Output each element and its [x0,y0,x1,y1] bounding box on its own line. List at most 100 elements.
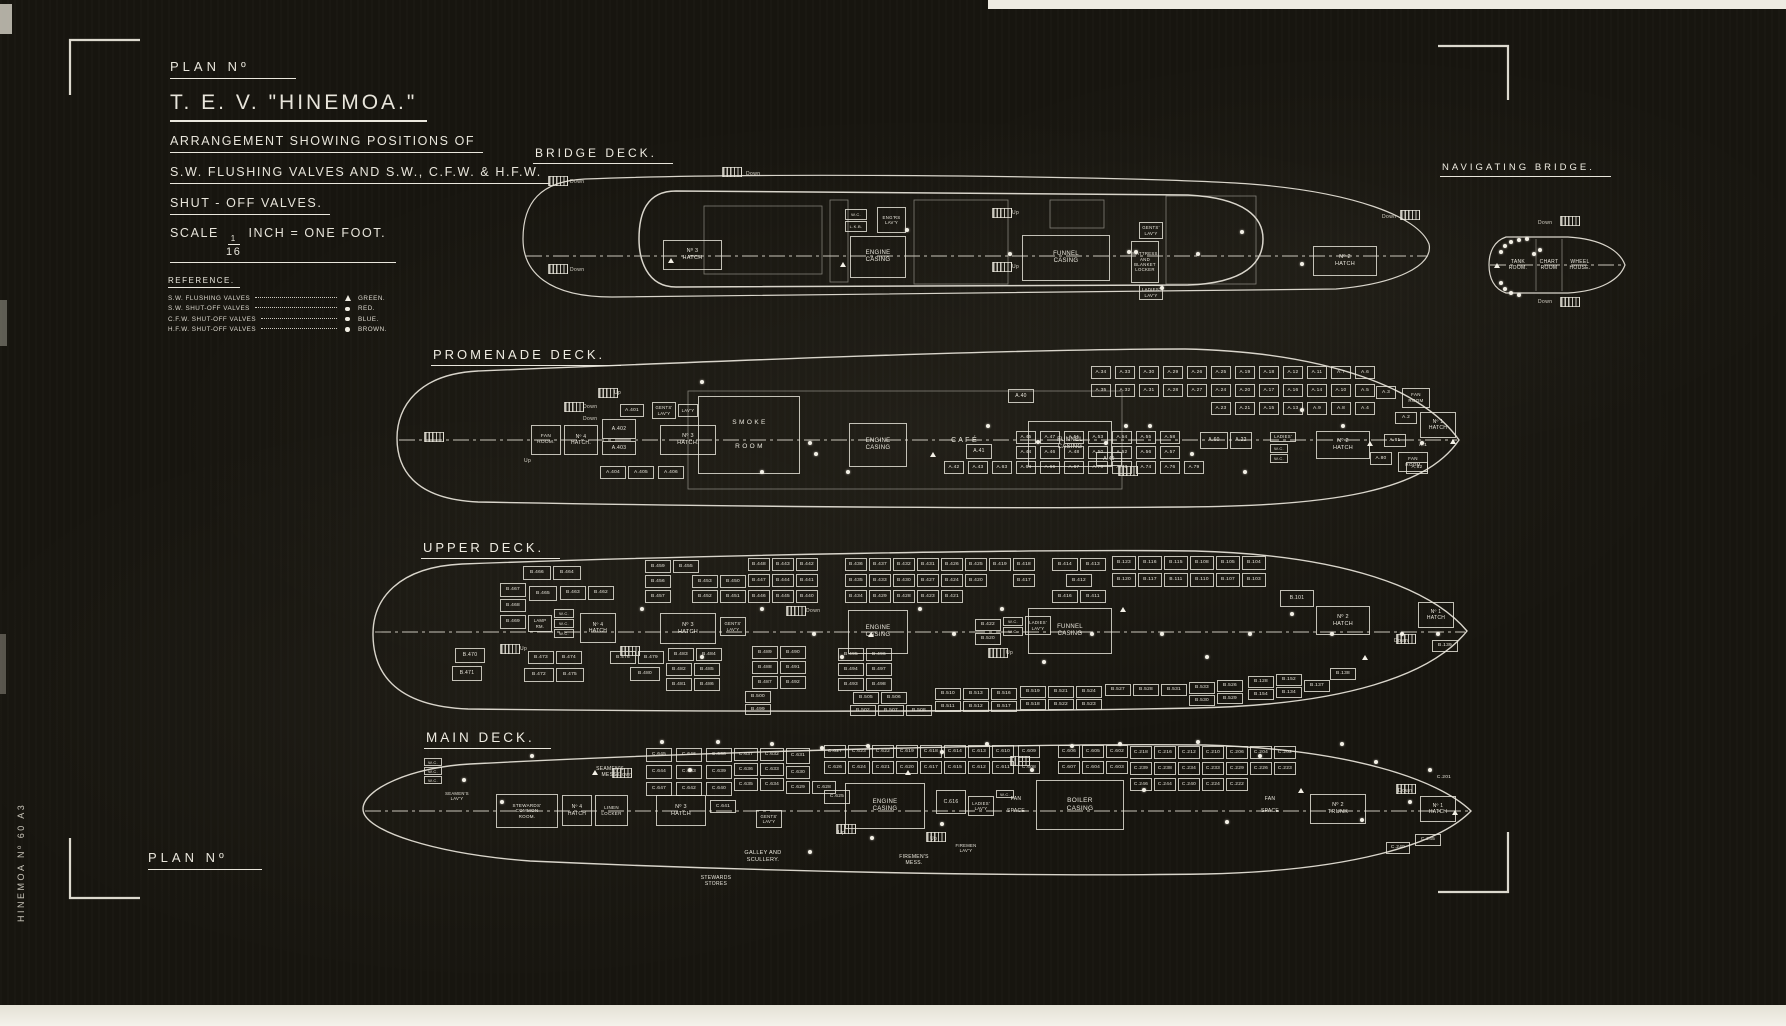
room-label: A.48 [1064,446,1084,459]
room-label: B.137 [1304,680,1330,692]
room-label: C.638 [706,748,732,762]
shutoff-valve-marker-icon [940,750,944,754]
room-label: GENTS' LAV'Y [1139,222,1163,239]
shutoff-valve-marker-icon [905,228,909,232]
room-label: B.498 [866,678,892,691]
room-label: A.21 [1235,402,1255,415]
room-label: B.523 [1076,699,1102,710]
stair-direction-label: Down [583,416,598,422]
shutoff-valve-marker-icon [1517,293,1521,297]
room-label: B.420 [965,574,987,587]
room-label: A.52 [1112,446,1132,459]
room-label: C.632 [760,748,784,761]
room-label: C.618 [920,745,942,758]
room-label: B.442 [796,558,818,571]
room-label: B.104 [1242,556,1266,570]
room-label: B.496 [866,648,892,661]
room-label: A.404 [600,466,626,479]
room-label: B.520 [975,633,1001,645]
flushing-valve-marker-icon [930,452,936,457]
room-label: B.437 [869,558,891,571]
stair-icon [548,176,568,186]
room-label: B.517 [991,701,1017,712]
reference-item-label: H.F.W. SHUT-OFF VALVES [168,326,257,334]
room-label: C.249 [1386,842,1410,854]
room-label: C.645 [646,748,672,762]
room-label: A.9 [1307,402,1327,415]
stair-direction-label: Up [1012,210,1020,216]
room-label: B.485 [694,663,720,676]
room-label: A.17 [1259,384,1279,397]
room-label: B.105 [1216,556,1240,570]
room-label: B.487 [752,676,778,689]
room-label: A.402 [602,419,636,439]
room-label: GALLEY AND SCULLERY. [744,850,782,863]
room-label: Nº 1 HATCH [1420,796,1456,822]
room-label: A.76 [1160,461,1180,474]
room-label: C.619 [896,745,918,758]
room-label: B.428 [893,590,915,603]
shutoff-valve-marker-icon [1000,607,1004,611]
room-label: B.450 [720,575,746,588]
shutoff-valve-marker-icon [640,607,644,611]
room-label: B.490 [780,646,806,659]
room-label: B.413 [1080,558,1106,571]
flushing-valve-icon [342,295,353,302]
room-label: B.452 [692,590,718,603]
room-label: C.233 [1202,762,1224,775]
dotted-leader [261,317,337,319]
footer-plan-number: PLAN Nº [148,850,262,870]
upper-deck-label: UPPER DECK. [421,540,561,559]
shutoff-valve-marker-icon [1300,262,1304,266]
room-label: C.630 [786,766,810,779]
room-label: C.210 [1202,746,1224,759]
room-label: C.229 [1226,762,1248,775]
room-label: A.50 [1088,446,1108,459]
shutoff-valve-marker-icon [1205,655,1209,659]
room-label: A.2 [1395,412,1417,424]
room-label: B.456 [645,575,671,588]
stair-direction-label: Down [1382,214,1397,220]
room-label: B.466 [523,566,551,580]
room-label: A.56 [1136,446,1156,459]
room-label: C.623 [848,745,870,758]
room-label: B.139 [1432,640,1458,652]
room-label: C.224 [1202,778,1224,791]
flushing-valve-marker-icon [592,770,598,775]
flushing-valve-marker-icon [668,258,674,263]
room-label: B.462 [588,586,614,600]
room-label: A.30 [1139,366,1159,379]
room-label: MATTRESS AND BLANKET LOCKER [1131,241,1159,283]
room-label: B.463 [560,586,586,600]
room-label: C.644 [646,765,672,779]
shutoff-valve-marker-icon [1503,287,1507,291]
room-label: C.625 [824,790,850,804]
room-label: C.612 [968,761,990,774]
room-label: C.226 [1250,762,1272,775]
room-label: B.412 [1066,574,1092,587]
room-label: A.26 [1187,366,1207,379]
room-label: C.639 [706,765,732,779]
room-label: A.11 [1307,366,1327,379]
room-label: B.481 [666,678,692,691]
room-label: STEWARDS STORES [700,874,732,887]
stair-icon [1010,756,1030,766]
room-label: C.245 [1415,834,1441,846]
room-label: B.414 [1052,558,1078,571]
room-label: B.430 [893,574,915,587]
room-label: B.497 [866,663,892,676]
shutoff-valve-marker-icon [940,822,944,826]
flushing-valve-marker-icon [868,632,874,637]
room-label: C.239 [1130,762,1152,775]
room-label: A.60 [1200,432,1228,449]
room-label: FAN ROOM [1398,452,1428,472]
shutoff-valve-marker-icon [1196,740,1200,744]
reference-color-name: RED. [358,305,376,313]
shutoff-valve-marker-icon [1509,291,1513,295]
room-label: B.471 [452,666,482,681]
room-label: B.530 [1189,695,1215,706]
shutoff-valve-marker-icon [1341,424,1345,428]
room-label: B.417 [1013,574,1035,587]
room-label: B.101 [1280,590,1314,607]
